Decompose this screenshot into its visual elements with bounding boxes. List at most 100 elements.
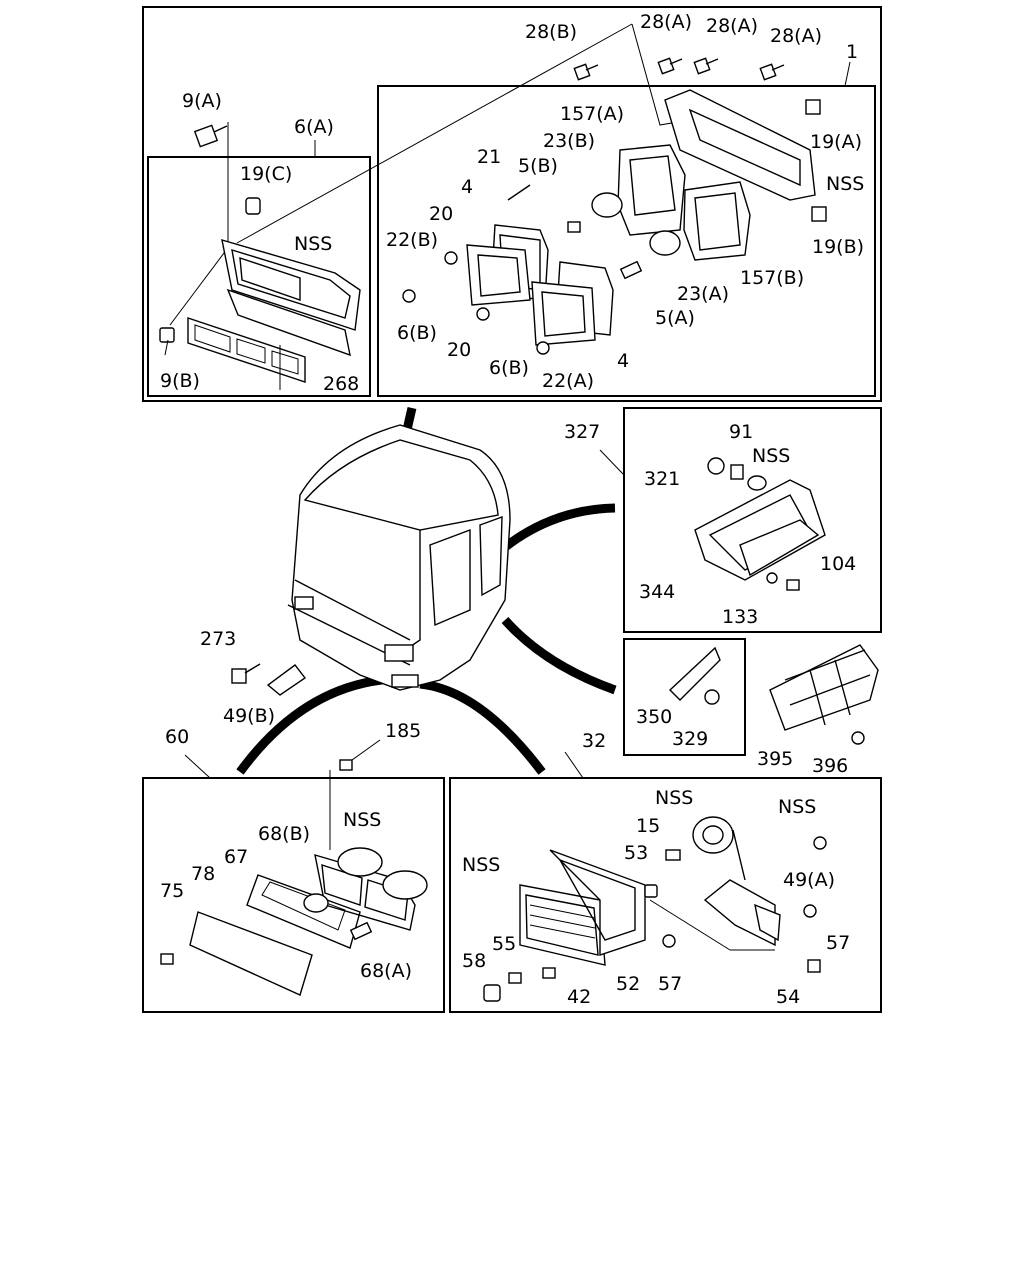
shroud-157a-icon xyxy=(617,144,686,236)
screw-22b-icon xyxy=(402,289,416,303)
label-53: 53 xyxy=(624,842,648,864)
nut-57-right-icon xyxy=(803,904,817,918)
screw-75-icon xyxy=(160,953,174,965)
label-20-upper: 20 xyxy=(429,203,453,225)
front-lamp-panel: 60 185 NSS 68(B) 67 75 78 68(A) xyxy=(142,720,445,1013)
label-185: 185 xyxy=(385,720,421,742)
label-21: 21 xyxy=(477,146,501,168)
gasket-nss-icon xyxy=(747,475,767,491)
label-55: 55 xyxy=(492,933,516,955)
label-157a: 157(A) xyxy=(560,103,624,125)
label-1: 1 xyxy=(846,41,858,63)
bolt-329-icon xyxy=(704,689,720,705)
bulb-5b-icon xyxy=(567,221,581,233)
label-396: 396 xyxy=(812,755,848,777)
label-5a: 5(A) xyxy=(655,307,695,329)
truck-cab-illustration xyxy=(236,406,617,775)
bulb-5a-icon xyxy=(619,260,643,280)
label-9b: 9(B) xyxy=(160,370,200,392)
headlamp-assembly-panel: 28(B) 28(A) 28(A) 28(A) 1 9(A) 6(A) 157(… xyxy=(142,6,882,402)
label-23b: 23(B) xyxy=(543,130,595,152)
screw-42-icon xyxy=(542,967,556,979)
label-23a: 23(A) xyxy=(677,283,729,305)
relay-nss-icon xyxy=(692,816,746,881)
bulb-91-icon xyxy=(730,464,744,480)
label-133: 133 xyxy=(722,606,758,628)
label-91: 91 xyxy=(729,421,753,443)
screw-133-icon xyxy=(766,572,778,584)
label-15: 15 xyxy=(636,815,660,837)
bezel-nss-icon xyxy=(221,239,361,357)
bracket-1-icon xyxy=(664,89,816,201)
label-6a: 6(A) xyxy=(294,116,334,138)
bracket-49b-icon xyxy=(231,663,307,696)
label-nss-top-right: NSS xyxy=(826,173,864,195)
label-52: 52 xyxy=(616,973,640,995)
label-19c: 19(C) xyxy=(240,163,292,185)
screw-22a-icon xyxy=(536,341,550,355)
label-nss-bottom-left: NSS xyxy=(343,809,381,831)
nut-nss-icon xyxy=(813,836,827,850)
label-28a-1: 28(A) xyxy=(640,11,692,33)
label-20-lower: 20 xyxy=(447,339,471,361)
side-lamp-panel: 327 91 NSS 321 104 344 133 xyxy=(564,407,882,633)
label-68a: 68(A) xyxy=(360,960,412,982)
label-273: 273 xyxy=(200,628,236,650)
label-4-upper: 4 xyxy=(461,176,473,198)
gasket-67-icon xyxy=(246,874,361,949)
label-4-lower: 4 xyxy=(617,350,629,372)
shroud-157b-icon xyxy=(683,181,751,261)
label-22b: 22(B) xyxy=(386,229,438,251)
spring-21-icon xyxy=(507,184,531,201)
bolt-9a-icon xyxy=(193,124,228,148)
bulb-23a-icon xyxy=(649,230,681,256)
label-68b: 68(B) xyxy=(258,823,310,845)
label-28a-3: 28(A) xyxy=(770,25,822,47)
lens-78-icon xyxy=(189,911,313,996)
screw-20a-icon xyxy=(444,251,458,265)
label-6b-upper: 6(B) xyxy=(397,322,437,344)
label-67: 67 xyxy=(224,846,248,868)
label-344: 344 xyxy=(639,581,675,603)
label-nss-relay: NSS xyxy=(655,787,693,809)
fog-lamp-panel: 32 NSS NSS 15 53 NSS 49(A) 57 58 55 42 5… xyxy=(449,730,882,1013)
label-268: 268 xyxy=(323,373,359,395)
label-42: 42 xyxy=(567,986,591,1008)
lamp-unit-6b-upper-icon xyxy=(466,244,531,306)
label-157b: 157(B) xyxy=(740,267,804,289)
bulb-23b-icon xyxy=(591,192,623,218)
label-6b-lower: 6(B) xyxy=(489,357,529,379)
label-395: 395 xyxy=(757,748,793,770)
nut-53-icon xyxy=(644,884,658,898)
screw-55-icon xyxy=(508,972,522,984)
label-49a: 49(A) xyxy=(783,869,835,891)
label-350: 350 xyxy=(636,706,672,728)
label-28b: 28(B) xyxy=(525,21,577,43)
bracket-49a-icon xyxy=(703,879,781,947)
label-327: 327 xyxy=(564,421,600,443)
label-nss-side: NSS xyxy=(752,445,790,467)
bolt-396-icon xyxy=(851,731,865,745)
label-57-left: 57 xyxy=(658,973,682,995)
bracket-350-icon xyxy=(668,646,721,701)
bulb-68a-icon xyxy=(349,921,373,941)
label-9a: 9(A) xyxy=(182,90,222,112)
label-32: 32 xyxy=(582,730,606,752)
lamp-unit-6b-lower-icon xyxy=(531,281,596,346)
label-nss-foglamp: NSS xyxy=(462,854,500,876)
label-22a: 22(A) xyxy=(542,370,594,392)
bracket-350-panel: 350 329 xyxy=(623,638,746,756)
clip-185-icon xyxy=(339,759,353,771)
bulb-15-icon xyxy=(665,849,681,861)
label-78: 78 xyxy=(191,863,215,885)
label-321: 321 xyxy=(644,468,680,490)
label-329: 329 xyxy=(672,728,708,750)
bolts-28-icon xyxy=(573,57,785,81)
work-lamp-395-icon xyxy=(769,644,879,731)
screw-104-icon xyxy=(786,579,800,591)
nut-57-left-icon xyxy=(662,934,676,948)
cap-58-icon xyxy=(483,984,501,1002)
clip-19c-icon xyxy=(245,197,261,215)
clip-19b-icon xyxy=(811,206,827,222)
